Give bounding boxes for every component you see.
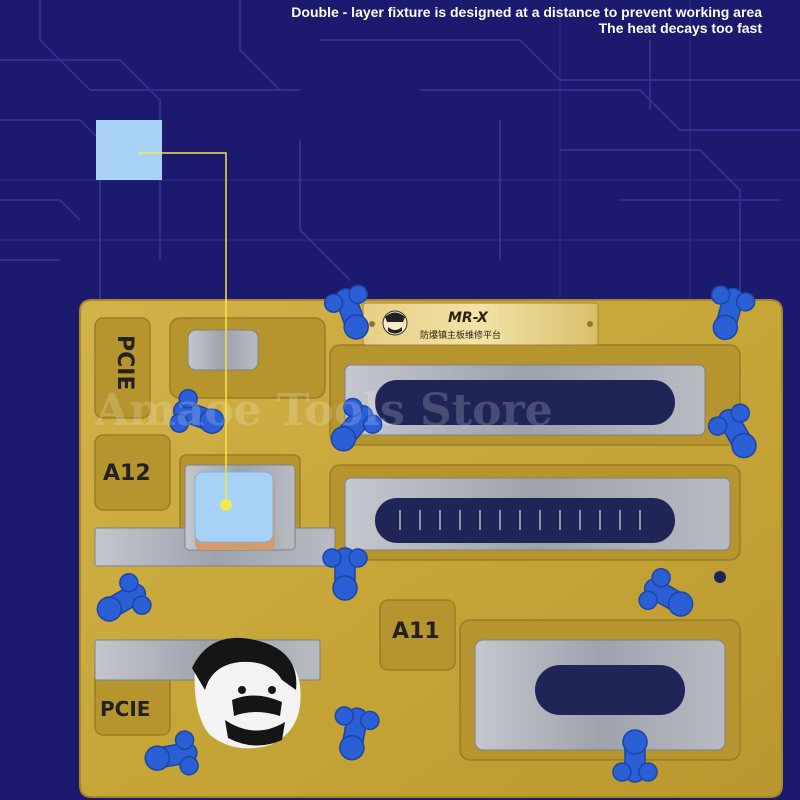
- brand-name: MR-X: [448, 310, 489, 326]
- circuit-background: [0, 0, 800, 300]
- caption-line-2: The heat decays too fast: [598, 20, 762, 36]
- callout-line: [138, 152, 227, 505]
- brand-logo-face: [382, 310, 408, 336]
- callout-swatch: [96, 120, 162, 180]
- store-watermark: Amaoe Tools Store: [94, 385, 553, 436]
- label-a12: A12: [103, 461, 151, 486]
- slot-teeth: [399, 510, 641, 530]
- brand-plate: MR-X 防爆镇主板维修平台: [362, 302, 599, 346]
- callout-dot: [220, 499, 232, 511]
- brand-subtitle: 防爆镇主板维修平台: [420, 329, 501, 341]
- thermal-pad: [194, 471, 275, 550]
- caption-line-1: Double - layer fixture is designed at a …: [291, 4, 762, 20]
- face-stencil-logo: [192, 637, 301, 749]
- component-slots: [375, 380, 726, 715]
- label-a11: A11: [392, 619, 440, 644]
- label-pcie-top: PCIE: [112, 335, 137, 390]
- label-pcie-bottom: PCIE: [100, 697, 150, 721]
- callout: [96, 120, 232, 511]
